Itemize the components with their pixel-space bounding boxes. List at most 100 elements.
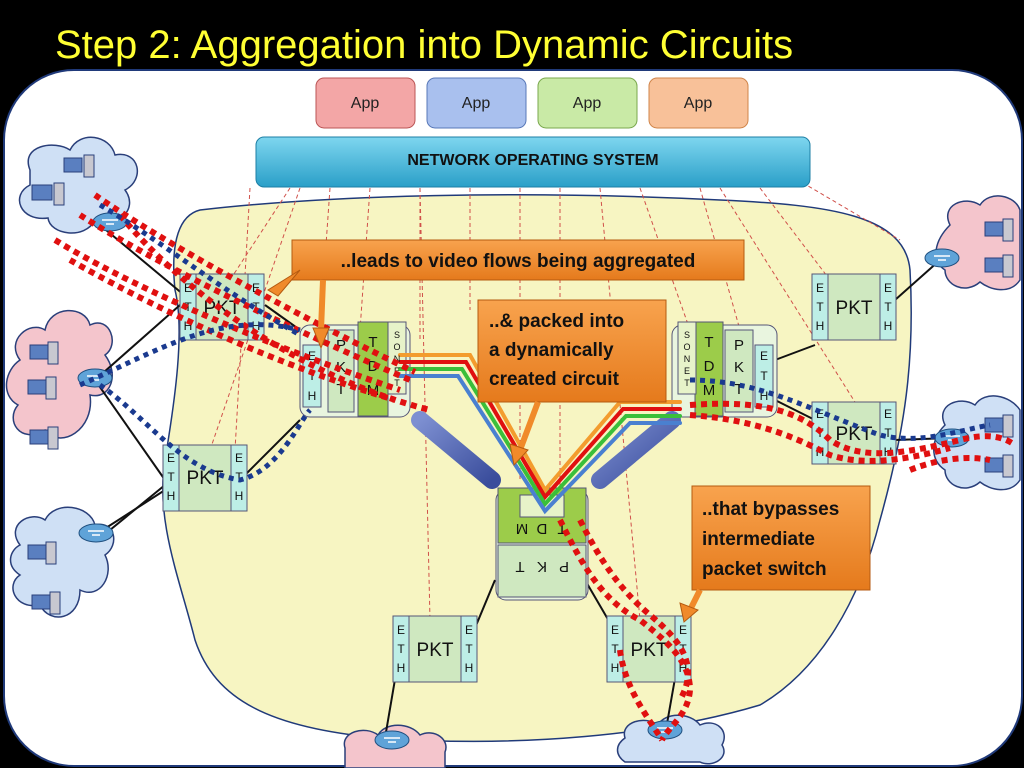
flow-blue-1 — [98, 202, 302, 338]
pkt-letter-4: P — [734, 337, 744, 354]
computer-icon — [63, 157, 83, 173]
eth-letter-26: T — [397, 642, 405, 656]
eth-letter-13: E — [816, 281, 824, 295]
eth-letter-4: E — [252, 281, 260, 295]
arrow-shaft — [517, 400, 541, 452]
pkt-letter-7: T — [515, 558, 524, 575]
computer-icon — [49, 591, 61, 615]
pkt-label: PKT — [417, 640, 454, 661]
flow-red-bottom-2 — [577, 518, 692, 702]
pkt-letter-1: P — [336, 337, 346, 354]
sonet-letter-7: O — [683, 342, 690, 352]
eth-letter-1: E — [184, 281, 192, 295]
computer-icon — [27, 379, 47, 395]
cloud-top-left — [18, 136, 139, 234]
sonet-letter-6: S — [684, 330, 690, 340]
pkt-vertical-box — [724, 329, 754, 413]
pkt-box — [826, 273, 882, 341]
eth-letter-39: H — [308, 389, 317, 403]
eth-letter-31: E — [611, 623, 619, 637]
computer-icon — [47, 341, 59, 365]
eth-letter-36: H — [679, 661, 688, 675]
pkt-label: PKT — [204, 298, 241, 319]
eth-letter-12: H — [235, 489, 244, 503]
tdm-letter-5: D — [704, 358, 715, 375]
eth-letter-6: H — [252, 319, 261, 333]
circuit-red — [398, 360, 682, 501]
eth-letter-10: E — [235, 451, 243, 465]
computer-icon — [47, 426, 59, 450]
host-computers — [27, 154, 1014, 615]
eth-letter-9: H — [167, 489, 176, 503]
flow-red-1 — [53, 237, 401, 393]
computer-icon — [31, 594, 51, 610]
callout-line-1: ..that bypasses — [702, 499, 839, 520]
arrow-icon — [679, 602, 699, 623]
pkt-letter-9: P — [559, 558, 569, 575]
nos-bar — [255, 136, 811, 188]
apps-row: App App App App — [315, 77, 749, 129]
app-box-1[interactable] — [315, 77, 416, 129]
eth-letter-16: E — [884, 281, 892, 295]
app-label-2: App — [462, 95, 491, 112]
sonet-letter-8: N — [684, 354, 691, 364]
pkt-box — [621, 615, 677, 683]
callout-text: ..leads to video flows being aggregated — [341, 251, 696, 272]
tdm-letter-4: T — [704, 334, 713, 351]
pkt-box — [497, 544, 587, 598]
tdm-letter-9: T — [557, 520, 566, 537]
tdm-box — [357, 321, 389, 417]
flow-red-5 — [68, 257, 396, 403]
eth-letter-37: E — [308, 349, 316, 363]
callout-box — [477, 299, 667, 403]
callout-line-2: a dynamically — [489, 340, 614, 361]
app-label-1: App — [351, 95, 380, 112]
router-icon — [924, 248, 960, 268]
eth-letter-3: H — [184, 319, 193, 333]
eth-box — [606, 615, 624, 683]
computer-icon — [1002, 254, 1014, 278]
eth-letter-29: T — [465, 642, 473, 656]
pkt-switch-bottom-left: PKT — [392, 615, 478, 683]
nos-label: NETWORK OPERATING SYSTEM — [407, 152, 658, 169]
tdm-letter-1: T — [368, 334, 377, 351]
app-box-3[interactable] — [537, 77, 638, 129]
eth-letter-33: H — [611, 661, 620, 675]
eth-letter-38: T — [308, 369, 316, 383]
pipe-left — [411, 411, 501, 489]
flow-blue-2 — [78, 322, 301, 388]
computer-icon — [83, 154, 95, 178]
computer-icon — [53, 182, 65, 206]
pkt-label: PKT — [836, 298, 873, 319]
eth-letter-17: T — [884, 300, 892, 314]
computer-icon — [1002, 414, 1014, 438]
eth-letter-30: H — [465, 661, 474, 675]
flow-blue-right — [689, 377, 991, 441]
callout-box — [691, 485, 871, 591]
flow-red-bottom-3 — [617, 649, 665, 742]
eth-letter-18: H — [884, 319, 893, 333]
eth-box — [460, 615, 478, 683]
flow-red-right-2 — [689, 412, 951, 464]
tdm-letter-7: M — [516, 520, 529, 537]
sonet-box — [677, 321, 697, 395]
tdm-letter-6: M — [703, 382, 716, 399]
sonet-letter-3: N — [394, 354, 401, 364]
router-icon — [374, 730, 410, 750]
arrow-icon — [509, 443, 529, 467]
arrow-shaft — [318, 279, 326, 331]
eth-letter-19: E — [816, 407, 824, 421]
eth-letter-22: E — [884, 407, 892, 421]
app-label-3: App — [573, 95, 602, 112]
eth-letter-41: T — [760, 369, 768, 383]
traffic-flows — [53, 192, 1017, 742]
computer-icon — [984, 417, 1004, 433]
eth-letter-28: E — [465, 623, 473, 637]
app-box-2[interactable] — [426, 77, 527, 129]
callout-video-flows: ..leads to video flows being aggregated — [267, 239, 745, 350]
flow-red-2 — [78, 212, 412, 383]
app-box-4[interactable] — [648, 77, 749, 129]
app-label-4: App — [684, 95, 713, 112]
pkt-label: PKT — [631, 640, 668, 661]
